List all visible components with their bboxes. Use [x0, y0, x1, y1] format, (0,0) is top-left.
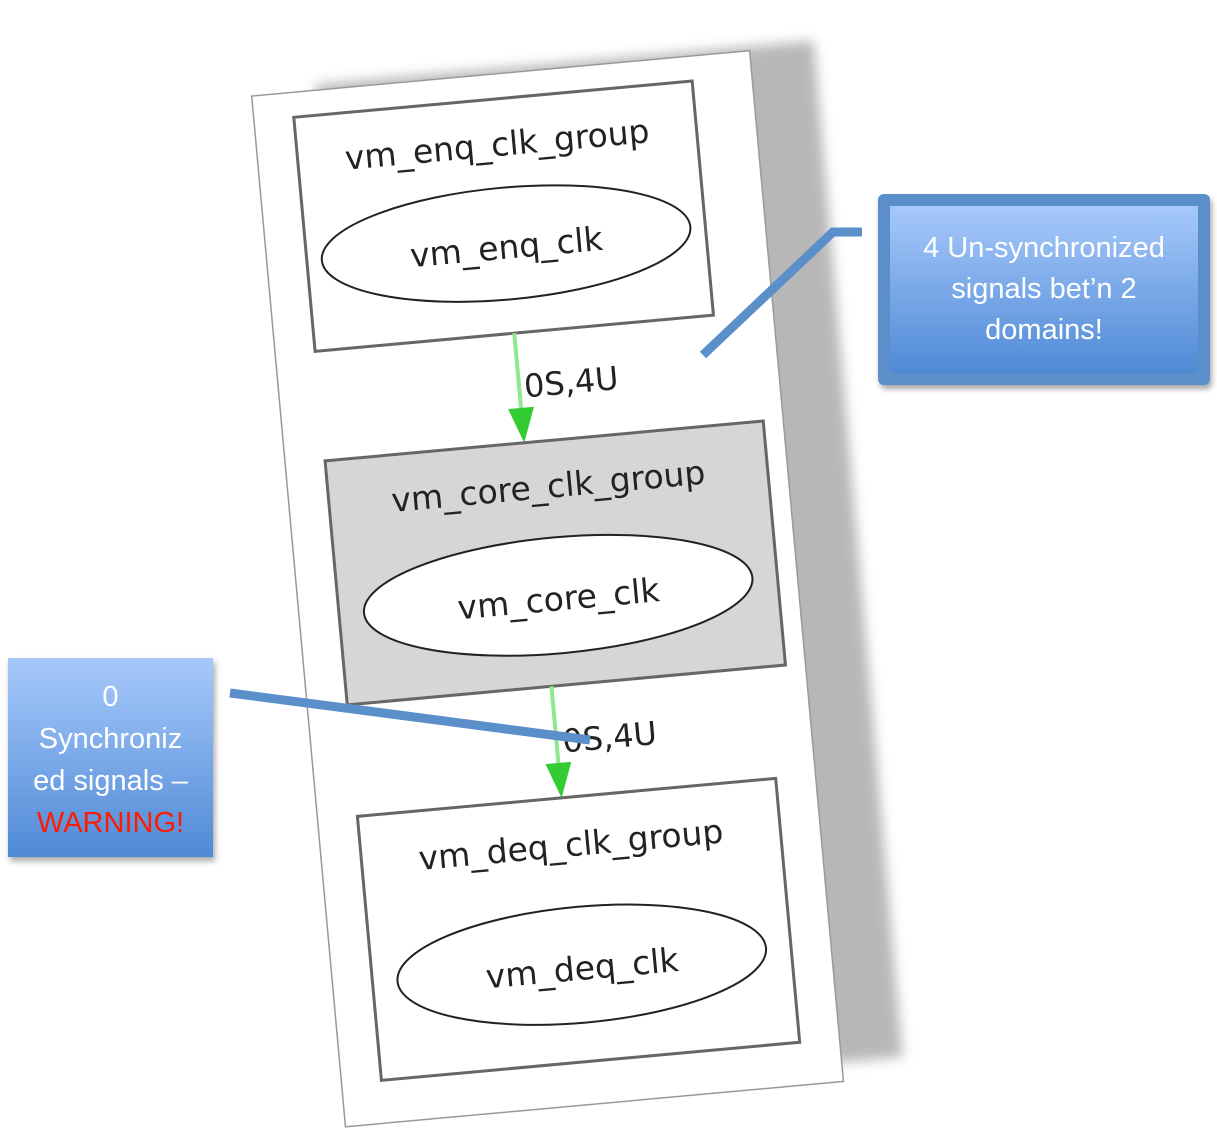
node-deq-ellipse[interactable] — [392, 890, 771, 1039]
callout-right-line: signals bet’n 2 — [951, 273, 1137, 305]
cluster-deq: vm_deq_clk_group vm_deq_clk — [355, 776, 802, 1082]
cluster-enq: vm_enq_clk_group vm_enq_clk — [292, 79, 716, 353]
node-core-ellipse[interactable] — [359, 520, 758, 671]
arrowhead-icon — [508, 406, 535, 443]
callout-right-line: domains! — [985, 314, 1103, 346]
graph-panel: vm_enq_clk_group vm_enq_clk 0S,4U vm_cor… — [250, 49, 845, 1128]
warning-text: WARNING! — [36, 807, 185, 839]
arrowhead-icon — [545, 761, 572, 798]
callout-unsynchronized: 4 Un-synchronized signals bet’n 2 domain… — [878, 194, 1210, 385]
callout-left-line: 0 — [102, 681, 119, 713]
callout-right-line: 4 Un-synchronized — [923, 232, 1165, 264]
node-enq-ellipse[interactable] — [317, 171, 696, 316]
callout-left-line: ed signals – — [33, 765, 188, 797]
callout-left-connector — [229, 688, 591, 745]
callout-synchronized-warning: 0 Synchroniz ed signals – WARNING! — [8, 658, 213, 857]
callout-left-line: Synchroniz — [38, 723, 183, 755]
callout-right-connector — [699, 227, 862, 359]
edge-enq-core: 0S,4U — [508, 333, 620, 443]
cluster-core: vm_core_clk_group vm_core_clk — [323, 419, 788, 707]
edge-enq-core-label: 0S,4U — [522, 359, 620, 405]
